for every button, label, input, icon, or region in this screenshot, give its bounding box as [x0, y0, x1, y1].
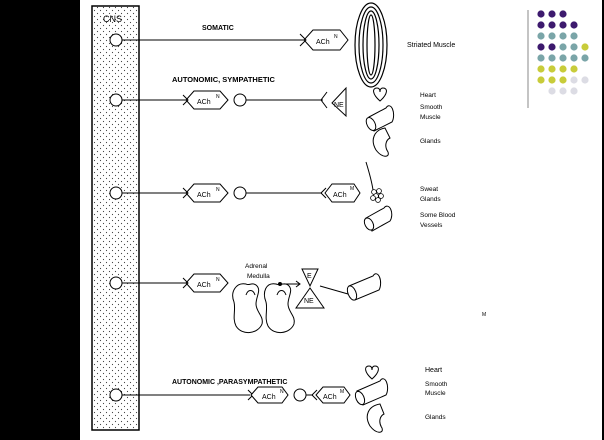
sympathetic-2-target-sweat: Sweat	[420, 186, 438, 193]
parasympathetic-target-glands: Glands	[425, 414, 446, 421]
para-smooth-muscle-icon	[353, 379, 387, 406]
cns-label: CNS	[103, 14, 122, 24]
sympathetic-2-target-vessels: Vessels	[420, 222, 443, 229]
heart-icon	[374, 88, 387, 101]
sympathetic-2-effector-sup: M	[350, 186, 354, 192]
smooth-muscle-icon	[364, 106, 393, 132]
parasympathetic-target-heart: Heart	[425, 367, 442, 374]
sympathetic-1-ganglion-label: ACh	[197, 99, 211, 106]
sympathetic-1-target-glands: Glands	[420, 138, 441, 145]
sympathetic-1-target-muscle: Muscle	[420, 114, 441, 121]
parasympathetic-effector-label: ACh	[323, 394, 337, 401]
para-heart-icon	[366, 366, 379, 379]
nervous-system-diagram: CNS SOMATIC ACh N Striated Muscle AUTONO…	[80, 0, 602, 440]
sympathetic-1-ganglion-sup: N	[216, 94, 220, 100]
adrenal-ganglion-sup: N	[216, 277, 220, 283]
sympathetic-2-target-glands: Glands	[420, 196, 441, 203]
sympathetic-1-effector-label: NE	[334, 102, 344, 109]
parasympathetic-effector-sup: M	[340, 389, 344, 395]
sweat-gland-icon	[371, 189, 384, 203]
parasympathetic-ganglion-sup: N	[280, 389, 284, 395]
decorative-dot-grid	[537, 10, 588, 94]
adrenal-hormone-e: E	[307, 273, 312, 280]
sympathetic-2-ganglion-label: ACh	[197, 192, 211, 199]
sympathetic-title: AUTONOMIC, SYMPATHETIC	[172, 75, 276, 84]
parasympathetic-target-smooth: Smooth	[425, 381, 448, 388]
adrenal-vessel-icon	[345, 274, 380, 302]
somatic-title: SOMATIC	[202, 25, 234, 32]
sympathetic-2-target-blood: Some Blood	[420, 212, 456, 219]
adrenal-medulla-label-line2: Medulla	[247, 273, 270, 280]
blood-vessel-icon	[362, 206, 391, 231]
cns-column	[92, 6, 139, 430]
adrenal-gland-left-icon	[233, 284, 263, 333]
somatic-receptor-label: ACh	[316, 39, 330, 46]
parasympathetic-ganglion-label: ACh	[262, 394, 276, 401]
sympathetic-2-effector-label: ACh	[333, 192, 347, 199]
adrenal-hormone-ne: NE	[304, 298, 314, 305]
diagram-canvas: CNS SOMATIC ACh N Striated Muscle AUTONO…	[80, 0, 602, 440]
somatic-receptor-sup: N	[334, 34, 338, 40]
gland-icon	[373, 128, 390, 156]
para-gland-icon	[367, 404, 384, 432]
sympathetic-2-ganglion-sup: N	[216, 187, 220, 193]
sympathetic-1-target-heart: Heart	[420, 92, 436, 99]
sympathetic-1-target-smooth: Smooth	[420, 104, 443, 111]
adrenal-stray-m: M	[482, 312, 486, 318]
striated-muscle-label: Striated Muscle	[407, 42, 455, 49]
striated-muscle-icon	[355, 3, 387, 87]
parasympathetic-target-muscle: Muscle	[425, 390, 446, 397]
adrenal-medulla-label-line1: Adrenal	[245, 263, 268, 270]
adrenal-ganglion-label: ACh	[197, 282, 211, 289]
parasympathetic-title: AUTONOMIC ,PARASYMPATHETIC	[172, 379, 287, 386]
